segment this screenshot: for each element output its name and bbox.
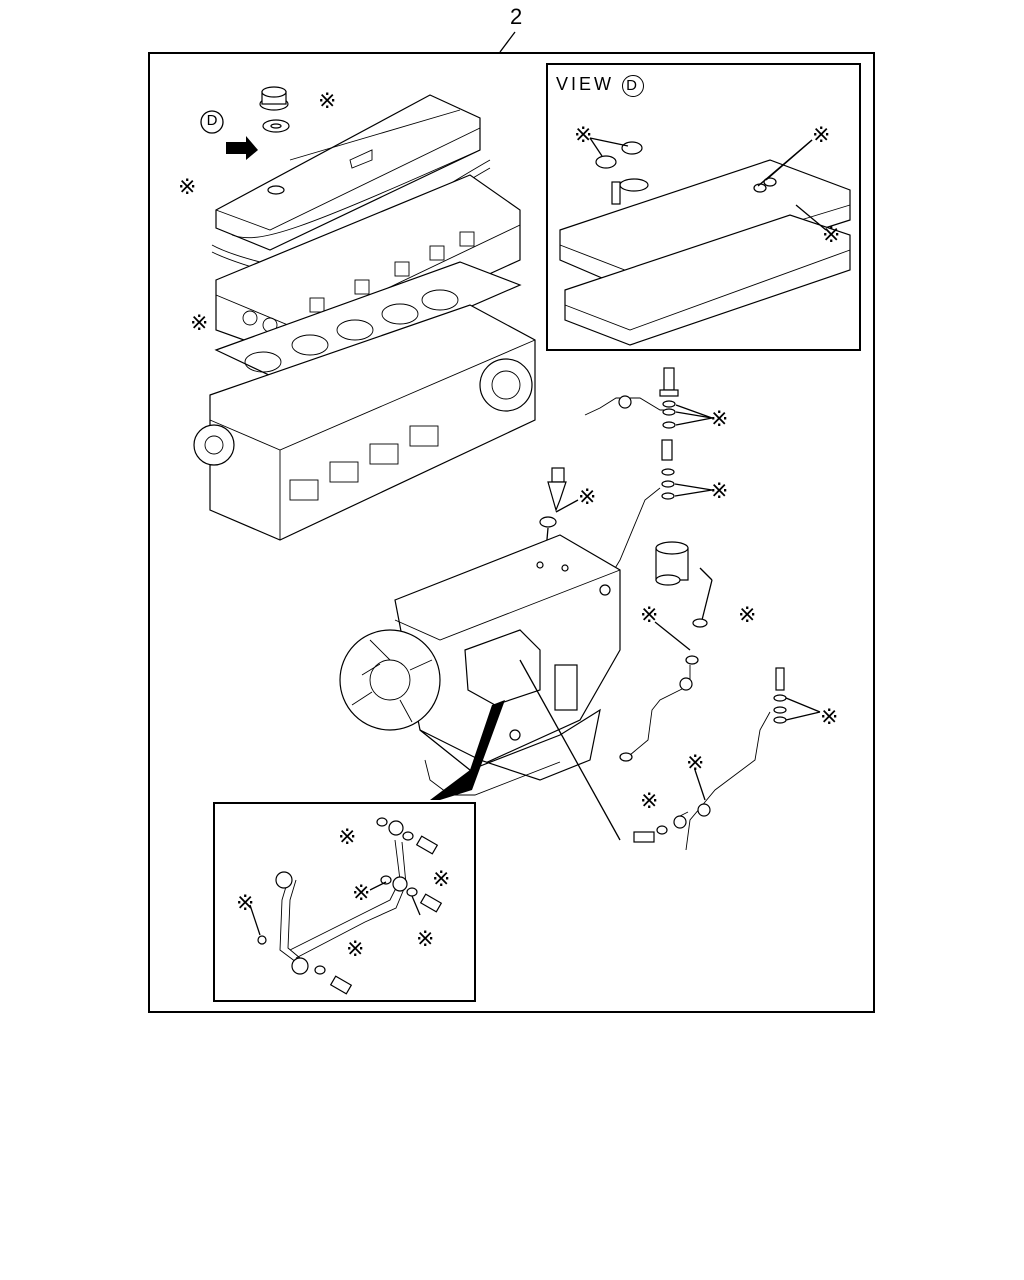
view-d-circle bbox=[200, 110, 224, 134]
leader-line-long bbox=[519, 659, 621, 841]
arrow-letter: D bbox=[206, 112, 218, 129]
kit-mark: ※ bbox=[338, 824, 357, 849]
fuel-pipe-lower bbox=[619, 621, 699, 762]
oil-pipe-inset bbox=[213, 802, 476, 1002]
kit-mark: ※ bbox=[710, 406, 729, 431]
kit-mark: ※ bbox=[346, 936, 365, 961]
kit-mark: ※ bbox=[352, 880, 371, 905]
view-d-title: VIEW D bbox=[556, 74, 645, 97]
kit-mark: ※ bbox=[820, 704, 839, 729]
inset-pointer bbox=[430, 700, 505, 800]
cylinder-head bbox=[215, 174, 521, 361]
kit-mark: ※ bbox=[640, 788, 659, 813]
kit-mark: ※ bbox=[178, 174, 197, 199]
kit-mark: ※ bbox=[318, 88, 337, 113]
cylinder-block bbox=[193, 304, 536, 541]
kit-mark: ※ bbox=[574, 122, 593, 147]
kit-mark: ※ bbox=[190, 310, 209, 335]
kit-mark: ※ bbox=[236, 890, 255, 915]
kit-frame bbox=[148, 52, 875, 1013]
engine-lower-assembly bbox=[339, 534, 621, 781]
oil-filler-cap bbox=[259, 86, 290, 195]
view-letter-circle: D bbox=[622, 75, 645, 97]
kit-mark: ※ bbox=[738, 602, 757, 627]
return-pipe bbox=[633, 667, 821, 851]
item-leader-line bbox=[499, 31, 516, 53]
oil-pipe-line bbox=[424, 759, 561, 796]
kit-mark: ※ bbox=[640, 602, 659, 627]
view-label: VIEW bbox=[556, 74, 615, 94]
kit-mark: ※ bbox=[416, 926, 435, 951]
fuel-pipe-upper bbox=[584, 367, 713, 429]
kit-mark: ※ bbox=[432, 866, 451, 891]
kit-mark: ※ bbox=[822, 222, 841, 247]
view-direction-arrow bbox=[226, 136, 258, 160]
oil-pipe-inset-parts bbox=[249, 817, 443, 995]
kit-mark: ※ bbox=[710, 478, 729, 503]
kit-mark: ※ bbox=[812, 122, 831, 147]
view-d-inset bbox=[546, 63, 861, 351]
kit-mark: ※ bbox=[686, 750, 705, 775]
view-d-cover bbox=[559, 137, 851, 346]
item-number-callout: 2 bbox=[510, 4, 523, 29]
head-gasket bbox=[214, 261, 522, 386]
kit-mark: ※ bbox=[578, 484, 597, 509]
rocker-cover bbox=[215, 94, 481, 251]
fuel-filter-assembly bbox=[604, 439, 713, 628]
